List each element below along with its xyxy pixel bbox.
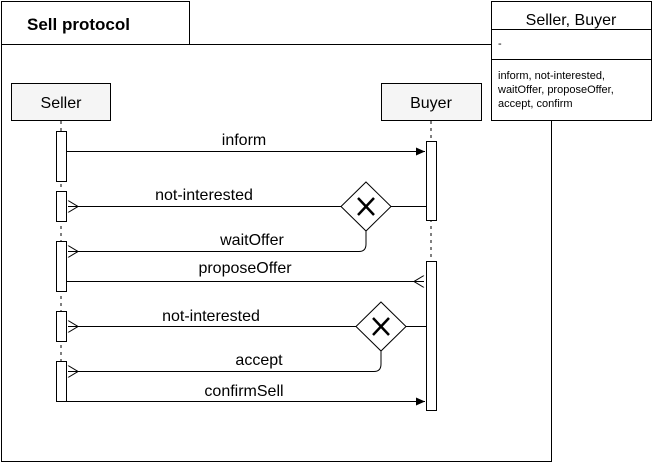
message-waitoffer-arrow [68, 231, 367, 252]
message-confirmsell-label: confirmSell [204, 383, 283, 400]
seller-activation-4 [56, 311, 67, 342]
message-accept-label: accept [235, 352, 283, 369]
buyer-activation-1 [426, 141, 437, 221]
seller-lifeline-label: Seller [41, 95, 83, 112]
class-box-operation-1: inform, not-interested, [498, 70, 605, 82]
message-not-interested-2-label: not-interested [162, 308, 260, 325]
seller-activation-3 [56, 241, 67, 292]
class-box-attributes: - [498, 38, 502, 50]
message-proposeoffer-label: proposeOffer [198, 260, 292, 277]
message-inform-label: inform [222, 132, 266, 149]
seller-activation-5 [56, 361, 67, 402]
buyer-lifeline-label: Buyer [410, 95, 452, 112]
message-waitoffer-label: waitOffer [219, 232, 284, 249]
class-box-operation-3: accept, confirm [498, 98, 573, 110]
seller-lifeline-head [11, 83, 111, 121]
buyer-activation-2 [426, 261, 437, 411]
frame-title: Sell protocol [27, 15, 130, 34]
class-box-title: Seller, Buyer [526, 12, 617, 29]
message-not-interested-1-label: not-interested [155, 187, 253, 204]
class-box [491, 1, 652, 121]
buyer-lifeline-head [381, 83, 482, 121]
class-box-operation-2: waitOffer, proposeOffer, [497, 84, 614, 96]
xor-gateway-2 [355, 301, 426, 352]
message-accept-arrow [68, 351, 382, 372]
seller-activation-1 [56, 131, 67, 182]
xor-gateway-1 [340, 181, 426, 232]
seller-activation-2 [56, 191, 67, 222]
frame-title-tab [1, 1, 190, 45]
